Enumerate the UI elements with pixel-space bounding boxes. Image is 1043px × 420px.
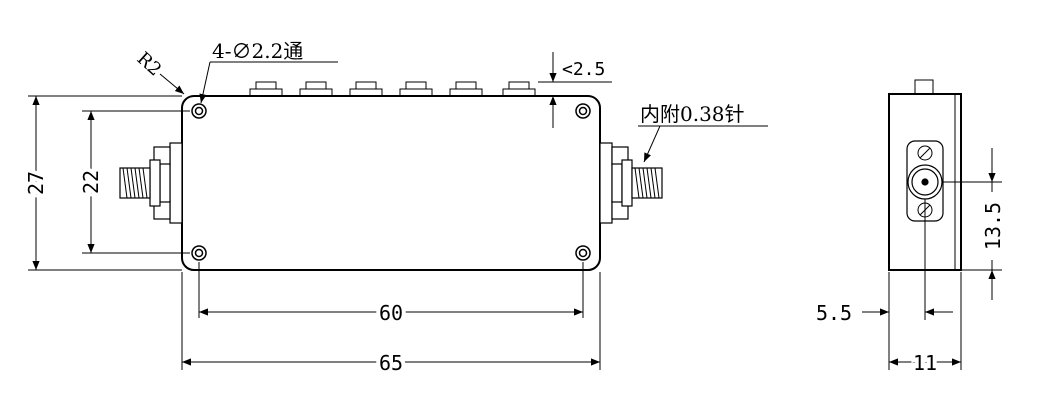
mounting-hole [575,245,591,261]
dim-label-65: 65 [379,351,403,375]
top-pin [249,81,283,97]
mounting-hole [191,245,207,261]
side-screw [917,145,933,161]
top-pin [449,81,483,97]
mounting-holes [191,103,591,261]
pin-leader [643,125,661,163]
dim-label-60: 60 [379,301,403,325]
top-pin [399,81,433,97]
dim-label-11: 11 [913,351,937,375]
side-dimensions [862,148,1002,370]
front-dimensions [28,52,768,370]
holes-leader [199,61,211,104]
top-pin [299,81,333,97]
dim-label-22: 22 [79,170,103,194]
top-pin [349,81,383,97]
front-view [119,81,663,271]
dim-label-5-5: 5.5 [816,301,852,325]
right-sma-connector [599,142,663,224]
top-pin [502,81,536,97]
r2-leader [159,73,185,95]
main-body [181,95,601,271]
top-pins [249,81,536,97]
left-sma-connector [119,142,183,224]
left-thread [122,167,148,199]
connector-height-label: <2.5 [562,59,605,80]
pin-note-label: 内附0.38针 [640,102,745,126]
dim-label-13-5: 13.5 [981,202,1005,250]
holes-label: 4-∅2.2通 [212,39,303,63]
mounting-hole [191,103,207,119]
mounting-hole [575,103,591,119]
dim-label-27: 27 [24,171,48,195]
corner-radius-label: R2 [133,48,166,80]
right-thread [634,167,660,199]
